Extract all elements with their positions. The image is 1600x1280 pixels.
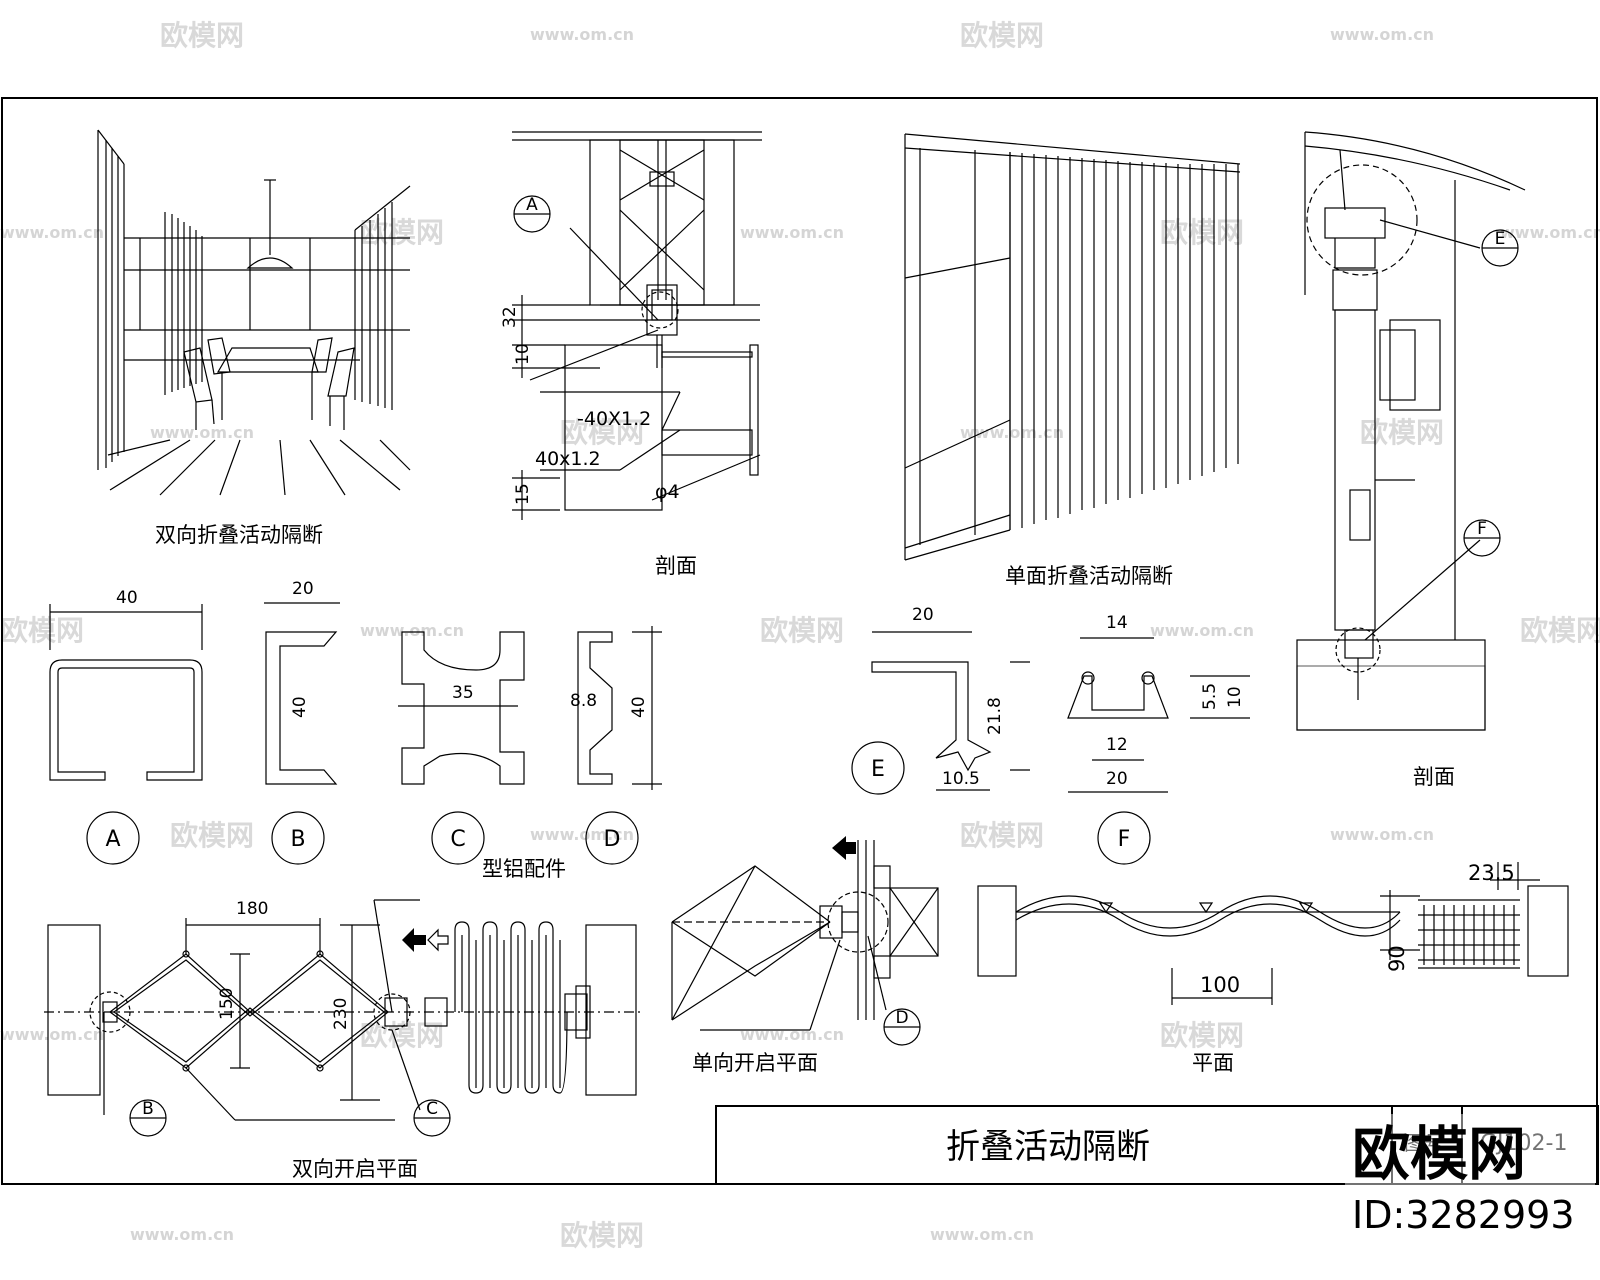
brand-id: ID:3282993: [1352, 1193, 1575, 1237]
profile-marker-D: [585, 811, 639, 865]
watermark-url: www.om.cn: [360, 621, 464, 640]
watermark-url: www.om.cn: [130, 1225, 234, 1244]
plan-view: 23.5 100 90 平面: [977, 861, 1569, 1075]
profile-marker-F: [1097, 811, 1151, 865]
view-title: 剖面: [1413, 765, 1455, 789]
dim-label: 20: [1106, 769, 1128, 789]
profile-marker-B: [271, 811, 325, 865]
title-block: 折叠活动隔断 图号 GJ102-1: [715, 1105, 1599, 1185]
dim-label: 180: [236, 899, 268, 919]
view-title: 型铝配件: [482, 857, 566, 881]
watermark-url: www.om.cn: [1330, 825, 1434, 844]
watermark-url: www.om.cn: [740, 1025, 844, 1044]
watermark-url: www.om.cn: [1150, 621, 1254, 640]
dim-label: 14: [1106, 613, 1128, 633]
profile-label-E: E: [871, 757, 885, 782]
sheet-title: 折叠活动隔断: [946, 1127, 1150, 1167]
profile-label-C: C: [450, 827, 465, 852]
dim-label: 12: [1106, 735, 1128, 755]
plan-single-view: D 单向开启平面: [671, 836, 939, 1075]
section-top-view: A 32 10 15 -40X1.2 40x1.2 φ4 剖面: [500, 131, 762, 578]
watermark-url: www.om.cn: [530, 25, 634, 44]
dim-label: 150: [217, 988, 237, 1020]
watermark-url: www.om.cn: [530, 825, 634, 844]
watermark-logo: 欧模网: [170, 819, 254, 852]
view-title: 双向开启平面: [292, 1157, 418, 1181]
watermark-logo: 欧模网: [0, 614, 84, 647]
dim-label: 10: [1225, 686, 1245, 708]
callout-label-F: F: [1477, 519, 1487, 539]
view-title: 平面: [1192, 1051, 1234, 1075]
dim-label: 15: [513, 483, 533, 505]
dim-label: 230: [331, 998, 351, 1030]
watermark-logo: 欧模网: [960, 819, 1044, 852]
dim-label: -40X1.2: [577, 408, 651, 430]
watermark-url: www.om.cn: [930, 1225, 1034, 1244]
perspective-single-view: 单面折叠活动隔断: [904, 133, 1241, 588]
watermark-url: www.om.cn: [150, 423, 254, 442]
watermark-url: www.om.cn: [960, 423, 1064, 442]
dim-label: 40: [116, 588, 138, 608]
sheet-code: GJ102-1: [1480, 1131, 1567, 1156]
plan-double-view: 180 150 230 B C 双向开启平面: [44, 899, 640, 1181]
profile-marker-E: [851, 741, 905, 795]
brand-logo: 欧模网: [1352, 1120, 1526, 1188]
view-title: 单面折叠活动隔断: [1005, 564, 1173, 588]
watermark-url: www.om.cn: [1500, 223, 1600, 242]
dim-label: 35: [452, 683, 474, 703]
callout-label-C: C: [426, 1099, 438, 1119]
dim-label: 8.8: [570, 691, 597, 711]
dim-label: 21.8: [985, 697, 1005, 735]
dim-label: 100: [1200, 973, 1240, 997]
watermark-layer: 欧模网 www.om.cn 欧模网 www.om.cn www.om.cn 欧模…: [0, 19, 1600, 1252]
perspective-double-view: 双向折叠活动隔断: [97, 129, 411, 547]
dim-label: 20: [292, 579, 314, 599]
profile-label-D: D: [604, 827, 621, 852]
dim-label: 10.5: [942, 769, 980, 789]
watermark-logo: 欧模网: [960, 19, 1044, 52]
dim-label: φ4: [655, 481, 680, 503]
watermark-logo: 欧模网: [1160, 1019, 1244, 1052]
callout-label-A: A: [526, 195, 538, 215]
profile-marker-C: [431, 811, 485, 865]
watermark-logo: 欧模网: [560, 416, 644, 449]
watermark-logo: 欧模网: [1360, 416, 1444, 449]
dim-label: 10: [513, 343, 533, 365]
profile-label-F: F: [1118, 827, 1131, 852]
dim-label: 90: [1385, 945, 1409, 972]
watermark-logo: 欧模网: [760, 614, 844, 647]
callout-label-E: E: [1495, 229, 1506, 249]
dim-label: 20: [912, 605, 934, 625]
section-right-view: E F 剖面: [1296, 131, 1526, 789]
callout-label-B: B: [142, 1099, 154, 1119]
profile-marker-A: [86, 811, 140, 865]
profile-label-B: B: [290, 827, 305, 852]
watermark-url: www.om.cn: [1330, 25, 1434, 44]
dim-label: 40x1.2: [535, 448, 601, 470]
dim-label: 5.5: [1200, 683, 1220, 710]
watermark-logo: 欧模网: [1520, 614, 1600, 647]
view-title: 剖面: [655, 554, 697, 578]
dim-label: 40: [290, 696, 310, 718]
watermark-url: www.om.cn: [0, 1025, 104, 1044]
dim-label: 23.5: [1468, 861, 1515, 885]
view-title: 单向开启平面: [692, 1051, 818, 1075]
watermark-logo: 欧模网: [160, 19, 244, 52]
sheet-code-label: 图号: [1404, 1131, 1444, 1155]
watermark-url: www.om.cn: [740, 223, 844, 242]
view-title: 双向折叠活动隔断: [155, 523, 323, 547]
profile-details: 40 20 40 35 8.8 40 20 21.8 10.5 14 12 20…: [49, 579, 1250, 881]
callout-label-D: D: [895, 1008, 908, 1028]
watermark-url: www.om.cn: [0, 223, 104, 242]
profile-label-A: A: [105, 827, 120, 852]
watermark-logo: 欧模网: [360, 1019, 444, 1052]
watermark-logo: 欧模网: [360, 216, 444, 249]
dim-label: 32: [500, 306, 520, 328]
watermark-logo: 欧模网: [560, 1219, 644, 1252]
dim-label: 40: [629, 696, 649, 718]
